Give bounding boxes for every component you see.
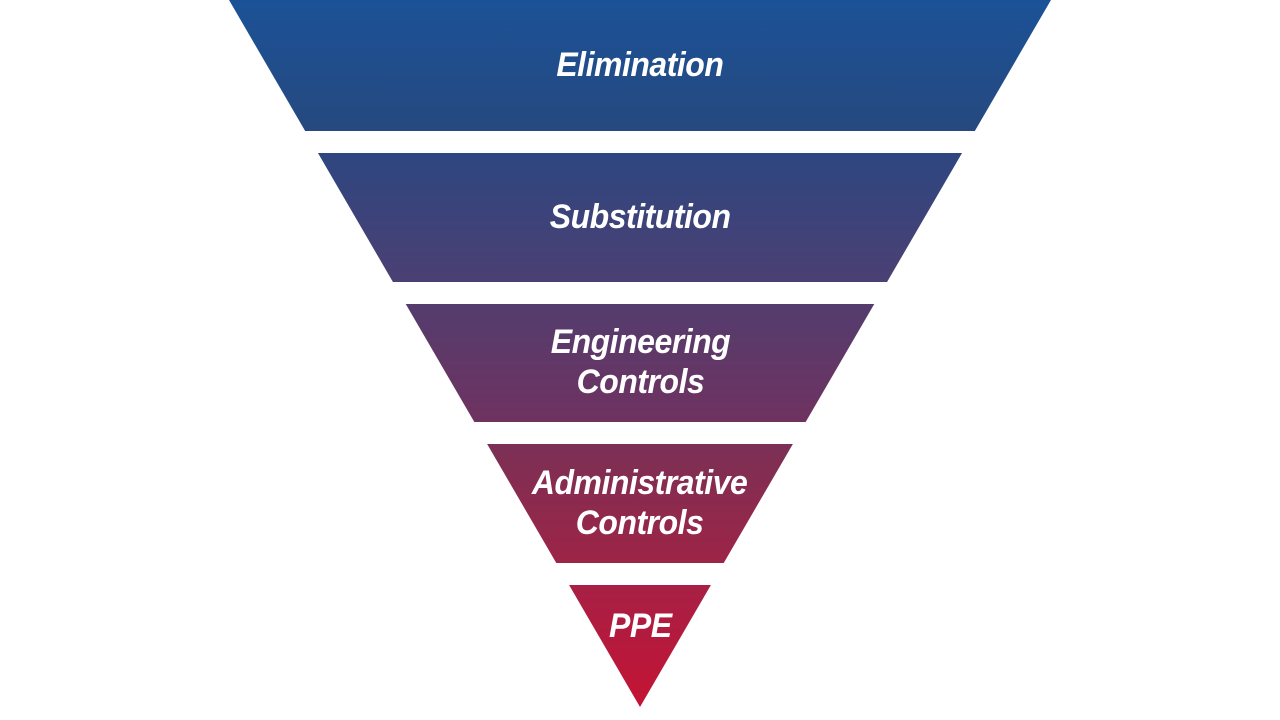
band-label-line: Elimination: [556, 45, 724, 84]
band-label-line: Engineering: [550, 323, 730, 362]
funnel-band-ppe: PPE: [569, 585, 711, 707]
funnel-band-label-substitution: Substitution: [550, 198, 731, 238]
funnel-band-substitution: Substitution: [317, 153, 963, 282]
funnel-band-elimination: Elimination: [229, 0, 1051, 131]
funnel-band-engineering-controls: Engineering Controls: [405, 304, 875, 422]
funnel-band-administrative-controls: Administrative Controls: [487, 444, 793, 563]
funnel-band-label-ppe: PPE: [609, 585, 672, 647]
band-label-line: PPE: [608, 607, 672, 645]
funnel-band-label-engineering-controls: Engineering Controls: [550, 323, 730, 403]
band-label-line: Administrative: [532, 463, 748, 502]
band-label-line: Controls: [576, 363, 704, 401]
band-label-line: Controls: [576, 503, 704, 542]
funnel-band-label-elimination: Elimination: [556, 45, 724, 86]
band-label-line: Substitution: [549, 197, 731, 236]
funnel-band-label-administrative-controls: Administrative Controls: [532, 463, 748, 544]
